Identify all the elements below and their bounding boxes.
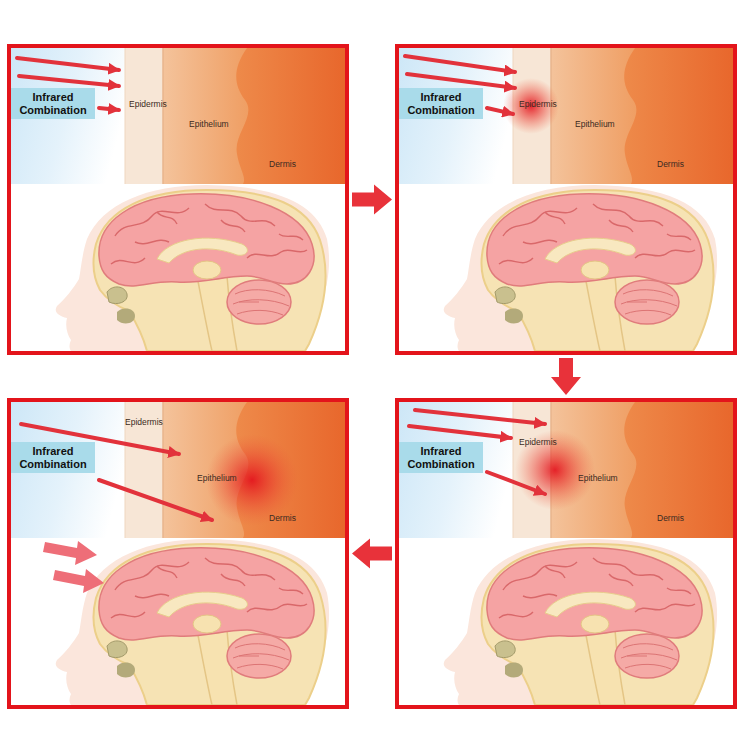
step-panel: EpidermisEpitheliumDermis Infrared Combin… [395,44,737,355]
layer-label: Epithelium [189,120,229,129]
panel-illustration [11,402,345,705]
layer-label: Epithelium [197,474,237,483]
step-arrow [551,358,581,395]
layer-label: Epidermis [125,418,163,427]
brain-effect-arrow [43,541,97,565]
box-label: Infrared Combination [16,445,90,470]
box-label: Infrared Combination [404,91,478,116]
brain-effect-arrow [53,569,104,593]
layer-label: Epidermis [519,100,557,109]
label-box: Infrared Combination [399,88,483,119]
panel-illustration [399,402,733,705]
panel-illustration [11,48,345,351]
skin-brain-figure [11,402,345,705]
layer-label: Epithelium [578,474,618,483]
step-panel: EpidermisEpitheliumDermis Infrared Combin… [395,398,737,709]
label-box: Infrared Combination [399,442,483,473]
skin-brain-figure [399,48,733,351]
step-panel: EpidermisEpitheliumDermis Infrared Combin… [7,398,349,709]
label-box: Infrared Combination [11,442,95,473]
layer-label: Epidermis [129,100,167,109]
skin-brain-figure [399,402,733,705]
layer-label: Dermis [269,160,296,169]
step-panel: EpidermisEpitheliumDermis Infrared Combin… [7,44,349,355]
skin-brain-figure [11,48,345,351]
heat-glow [515,430,595,510]
layer-label: Epithelium [575,120,615,129]
step-arrow [352,185,392,215]
label-box: Infrared Combination [11,88,95,119]
box-label: Infrared Combination [404,445,478,470]
panel-illustration [399,48,733,351]
layer-label: Dermis [657,160,684,169]
layer-label: Dermis [657,514,684,523]
layer-label: Epidermis [519,438,557,447]
layer-label: Dermis [269,514,296,523]
step-arrow [352,539,392,569]
box-label: Infrared Combination [16,91,90,116]
